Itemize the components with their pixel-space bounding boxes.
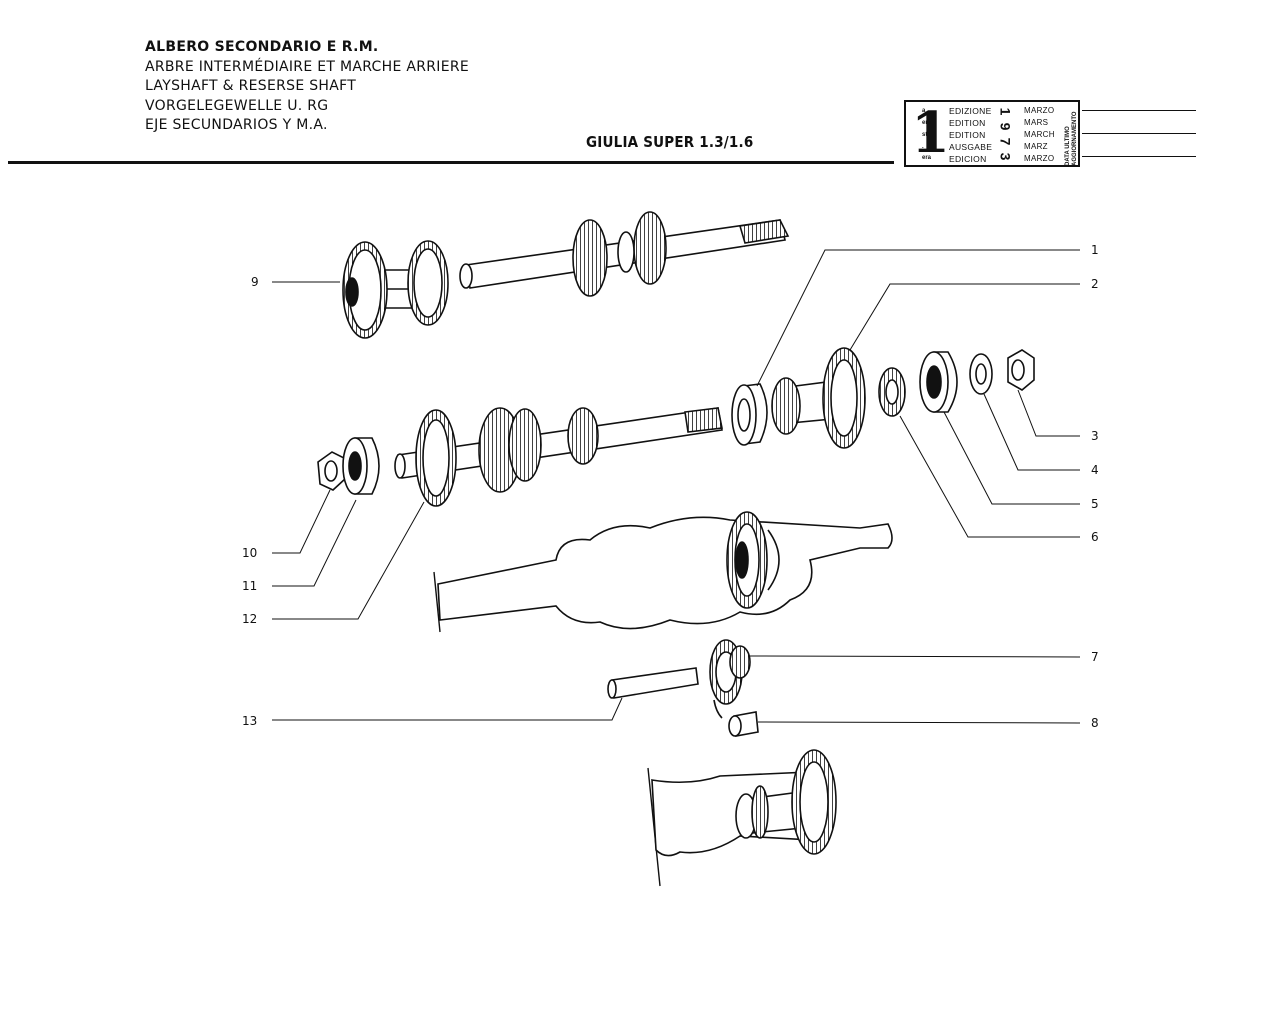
- callout-13: 13: [242, 714, 258, 728]
- title-french: ARBRE INTERMÉDIAIRE ET MARCHE ARRIERE: [145, 58, 470, 75]
- callout-2: 2: [1091, 277, 1099, 291]
- edition-superscript: ere: [922, 120, 932, 126]
- edition-superscript: a: [922, 108, 926, 114]
- gear-2: [771, 347, 866, 449]
- gearbox-section: [433, 511, 893, 633]
- callout-10: 10: [242, 546, 258, 560]
- bearing-11: [342, 437, 380, 495]
- leader-8: [757, 721, 1081, 724]
- callout-5: 5: [1091, 497, 1099, 511]
- callout-1: 1: [1091, 243, 1099, 257]
- edition-month-es: MARZO: [1024, 154, 1055, 163]
- update-line: [1082, 133, 1196, 134]
- leader-12: [272, 501, 425, 620]
- edition-month-en: MARCH: [1024, 130, 1055, 139]
- update-line: [1082, 110, 1196, 111]
- layshaft: [394, 407, 723, 507]
- bushing-8: [728, 711, 759, 737]
- leader-lines: [272, 249, 1081, 724]
- leader-10: [272, 489, 331, 554]
- edition-superscript: era: [922, 155, 932, 161]
- update-line: [1082, 156, 1196, 157]
- edition-superscript: st: [922, 132, 928, 138]
- callout-9: 9: [251, 275, 259, 289]
- edition-month-it: MARZO: [1024, 106, 1055, 115]
- edition-word-it: EDIZIONE: [949, 106, 992, 116]
- washer-4: [969, 353, 993, 395]
- leader-7: [747, 655, 1081, 658]
- nut-10: [317, 451, 347, 491]
- reverse-gear-7: [709, 639, 751, 719]
- edition-superscript: .: [922, 144, 924, 150]
- edition-word-en: EDITION: [949, 130, 986, 140]
- leader-1: [756, 249, 1080, 387]
- edition-word-es: EDICION: [949, 154, 987, 164]
- bearing-1: [731, 383, 768, 446]
- callout-12: 12: [242, 612, 258, 626]
- ball-bearing-5: [919, 351, 958, 413]
- edition-month-de: MARZ: [1024, 142, 1048, 151]
- leader-11: [272, 499, 357, 587]
- title-italian: ALBERO SECONDARIO E R.M.: [145, 39, 379, 55]
- title-german: VORGELEGEWELLE U. RG: [145, 97, 329, 114]
- reverse-shaft-13: [607, 667, 699, 699]
- leader-5: [943, 411, 1080, 505]
- leader-6: [899, 415, 1080, 538]
- callout-4: 4: [1091, 463, 1099, 477]
- callout-7: 7: [1091, 650, 1099, 664]
- roller-bearing-6: [878, 367, 906, 417]
- nut-3: [1007, 349, 1035, 391]
- title-block: ALBERO SECONDARIO E R.M. ARBRE INTERMÉDI…: [145, 38, 469, 136]
- cluster-gear-9: [342, 240, 449, 339]
- edition-word-de: AUSGABE: [949, 142, 993, 152]
- callout-6: 6: [1091, 530, 1099, 544]
- title-english: LAYSHAFT & RESERSE SHAFT: [145, 78, 357, 94]
- leader-4: [983, 393, 1080, 471]
- edition-number: 1: [911, 100, 950, 166]
- update-lines: [1082, 108, 1198, 158]
- leader-3: [1017, 389, 1080, 437]
- lower-assembly: [647, 749, 837, 887]
- edition-word-fr: EDITION: [949, 118, 986, 128]
- callout-8: 8: [1091, 716, 1099, 730]
- callout-3: 3: [1091, 429, 1099, 443]
- leader-2: [849, 283, 1080, 351]
- title-spanish: EJE SECUNDARIOS Y M.A.: [145, 117, 328, 133]
- edition-box: 1 a ere st . era EDIZIONE EDITION EDITIO…: [904, 100, 1080, 167]
- header-rule: [8, 161, 894, 164]
- edition-month-fr: MARS: [1024, 118, 1049, 127]
- leader-13: [272, 697, 623, 721]
- top-shaft: [459, 211, 790, 297]
- callout-11: 11: [242, 579, 258, 593]
- model-name: GIULIA SUPER 1.3/1.6: [586, 133, 754, 151]
